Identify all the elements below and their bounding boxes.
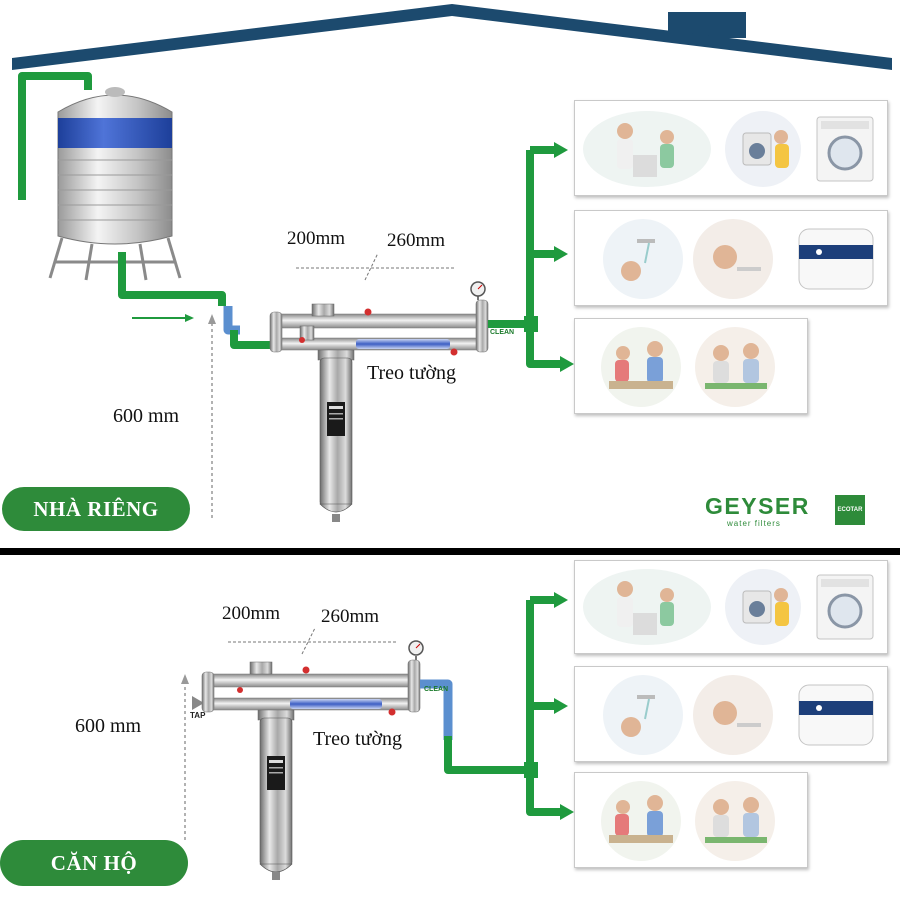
height-arrow-bottom [181, 674, 189, 840]
mount-label-bottom: Treo tường [313, 728, 403, 750]
brand-badge-icon: ECOTAR [835, 495, 865, 525]
dimension-lines-top [296, 252, 456, 281]
section-badge-top: NHÀ RIÊNG [2, 487, 190, 531]
height-label-top: 600 mm [113, 405, 180, 427]
clean-outlet-label-top: CLEAN [490, 329, 515, 336]
section-divider [0, 548, 900, 555]
mount-label-top: Treo tường [367, 362, 457, 384]
tank-inlet-pipe [18, 72, 92, 200]
height-arrow-top [208, 314, 216, 518]
dimension-label-260-bottom: 260mm [321, 606, 380, 627]
clean-outlet-label-bottom: CLEAN [424, 686, 449, 693]
kitchen-panel-top [574, 318, 808, 414]
laundry-panel-bottom [574, 560, 888, 654]
bathroom-illustrations [603, 675, 874, 755]
height-label-bottom: 600 mm [75, 715, 142, 737]
dimension-label-260-top: 260mm [387, 230, 446, 251]
filter-assembly-top [269, 281, 489, 522]
dimension-label-200-bottom: 200mm [222, 603, 281, 624]
roof [12, 4, 892, 70]
kitchen-illustrations [601, 327, 775, 407]
bathroom-illustrations [603, 219, 874, 299]
bathroom-panel-top [574, 210, 888, 306]
laundry-panel-top [574, 100, 888, 196]
water-tank [48, 87, 182, 281]
supply-pipe [118, 252, 272, 349]
brand-tagline: water filters [727, 519, 781, 528]
inlet-arrow [192, 696, 204, 710]
distribution-pipes-top [488, 146, 562, 368]
branch-arrowheads-top [524, 142, 574, 372]
section-badge-bottom: CĂN HỘ [0, 840, 188, 886]
flow-arrow [132, 314, 194, 322]
laundry-illustrations [583, 569, 874, 645]
dimension-lines-bottom [228, 627, 398, 655]
branch-arrowheads-bottom [524, 592, 574, 820]
tap-inlet-label: TAP [190, 711, 206, 720]
kitchen-panel-bottom [574, 772, 808, 868]
laundry-illustrations [583, 111, 874, 187]
brand-logo: GEYSER water filters ECOTAR [705, 493, 865, 529]
roof-outline [12, 4, 892, 70]
distribution-pipes-bottom [420, 596, 562, 816]
kitchen-illustrations [601, 781, 775, 861]
bathroom-panel-bottom [574, 666, 888, 762]
filter-assembly-bottom [201, 640, 424, 880]
dimension-label-200-top: 200mm [287, 228, 346, 249]
brand-name: GEYSER [705, 493, 810, 519]
